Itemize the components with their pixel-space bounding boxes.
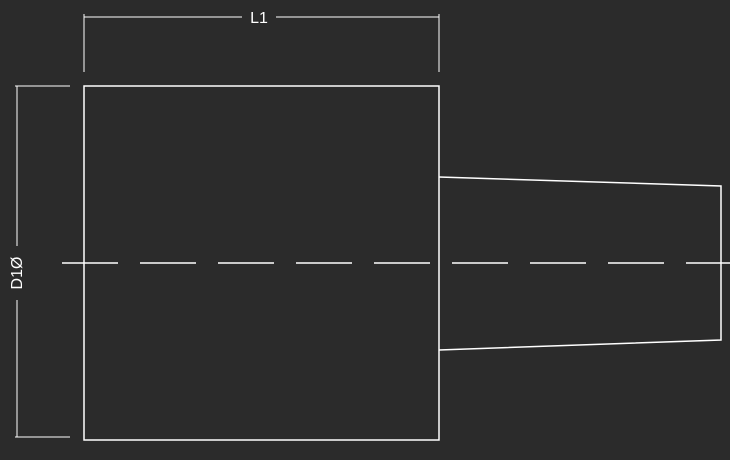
length-label: L1 [250,10,268,27]
diameter-label: D1Ø [9,257,26,290]
